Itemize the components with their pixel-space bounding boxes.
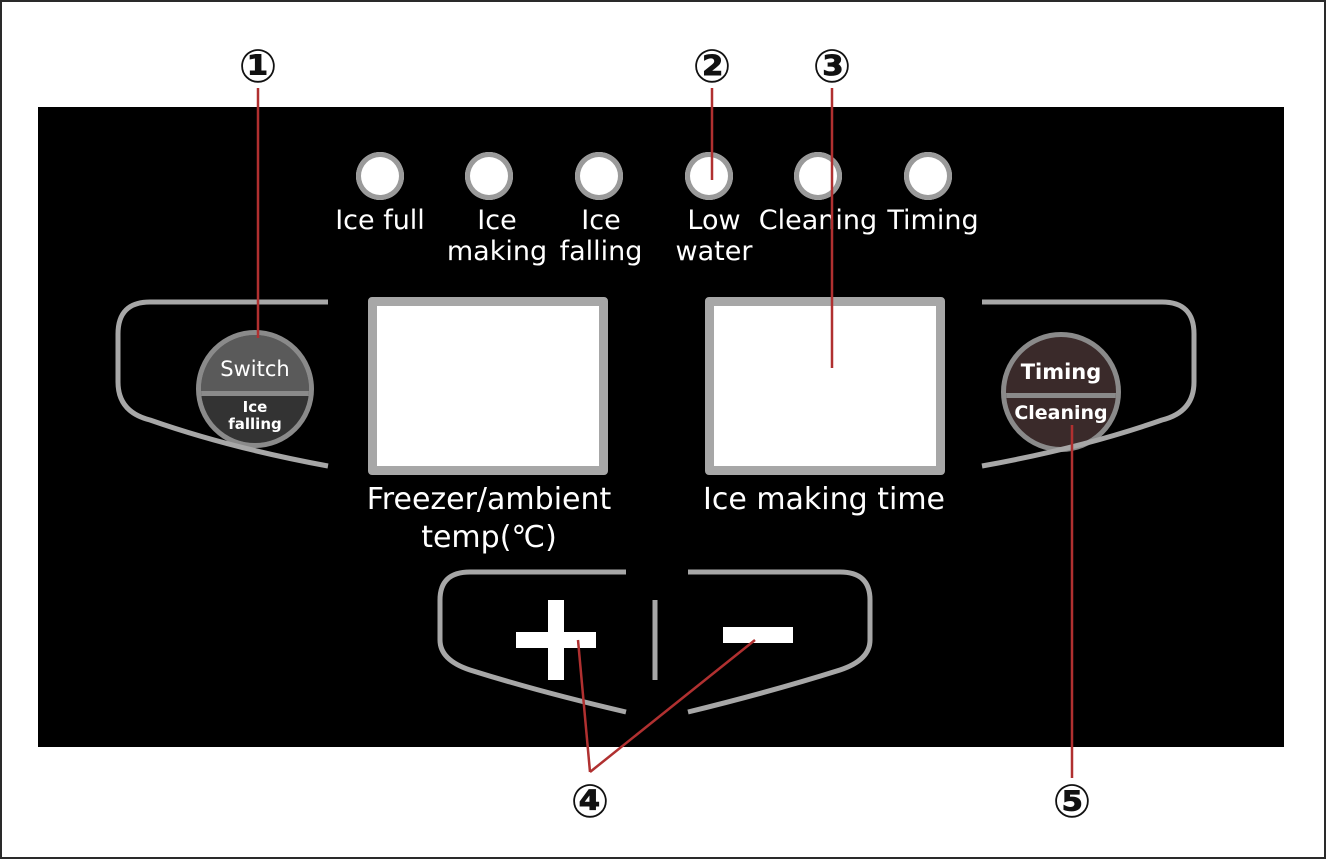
- plus-button[interactable]: [516, 597, 604, 685]
- callout-1: ①: [238, 39, 278, 93]
- led-cleaning: [794, 152, 842, 200]
- leader-4a: [576, 639, 592, 773]
- left-button-bracket: [115, 299, 329, 469]
- adjust-bracket-left: [437, 569, 627, 715]
- led-low-water: [685, 152, 733, 200]
- led-ice-falling: [575, 152, 623, 200]
- callout-4: ④: [570, 774, 610, 828]
- ice-falling-button-label: Ice falling: [201, 396, 309, 443]
- timing-cleaning-button[interactable]: Timing Cleaning: [1001, 332, 1121, 452]
- led-ice-making: [465, 152, 513, 200]
- label-ice-full: Ice full: [335, 205, 425, 236]
- led-ice-full: [356, 152, 404, 200]
- timing-button-label: Timing: [1020, 360, 1102, 384]
- time-display-label: Ice making time: [702, 482, 946, 517]
- minus-button[interactable]: [723, 622, 803, 652]
- right-button-bracket: [981, 299, 1197, 469]
- time-display: [705, 297, 945, 475]
- knob-divider: [1006, 393, 1116, 398]
- label-ice-falling: Ice falling: [559, 205, 643, 267]
- label-timing: Timing: [887, 205, 979, 236]
- label-ice-making: Ice making: [446, 205, 548, 267]
- minus-icon: [723, 627, 793, 643]
- plus-icon-vertical: [548, 600, 564, 680]
- label-low-water: Low water: [675, 205, 753, 267]
- label-cleaning: Cleaning: [758, 205, 878, 236]
- temperature-display: [368, 297, 608, 475]
- control-panel: Ice full Ice making Ice falling Low wate…: [38, 107, 1284, 747]
- callout-5: ⑤: [1052, 774, 1092, 828]
- led-timing: [904, 152, 952, 200]
- cleaning-button-label: Cleaning: [1014, 402, 1108, 424]
- switch-button-label: Switch: [201, 335, 309, 395]
- callout-3: ③: [812, 39, 852, 93]
- leader-4b: [589, 639, 756, 773]
- callout-2: ②: [692, 39, 732, 93]
- adjust-bracket-right: [687, 569, 873, 715]
- knob-divider: [201, 391, 309, 396]
- switch-ice-falling-button[interactable]: Switch Ice falling: [196, 330, 314, 448]
- temperature-display-label: Freezer/ambient temp(℃): [366, 482, 612, 555]
